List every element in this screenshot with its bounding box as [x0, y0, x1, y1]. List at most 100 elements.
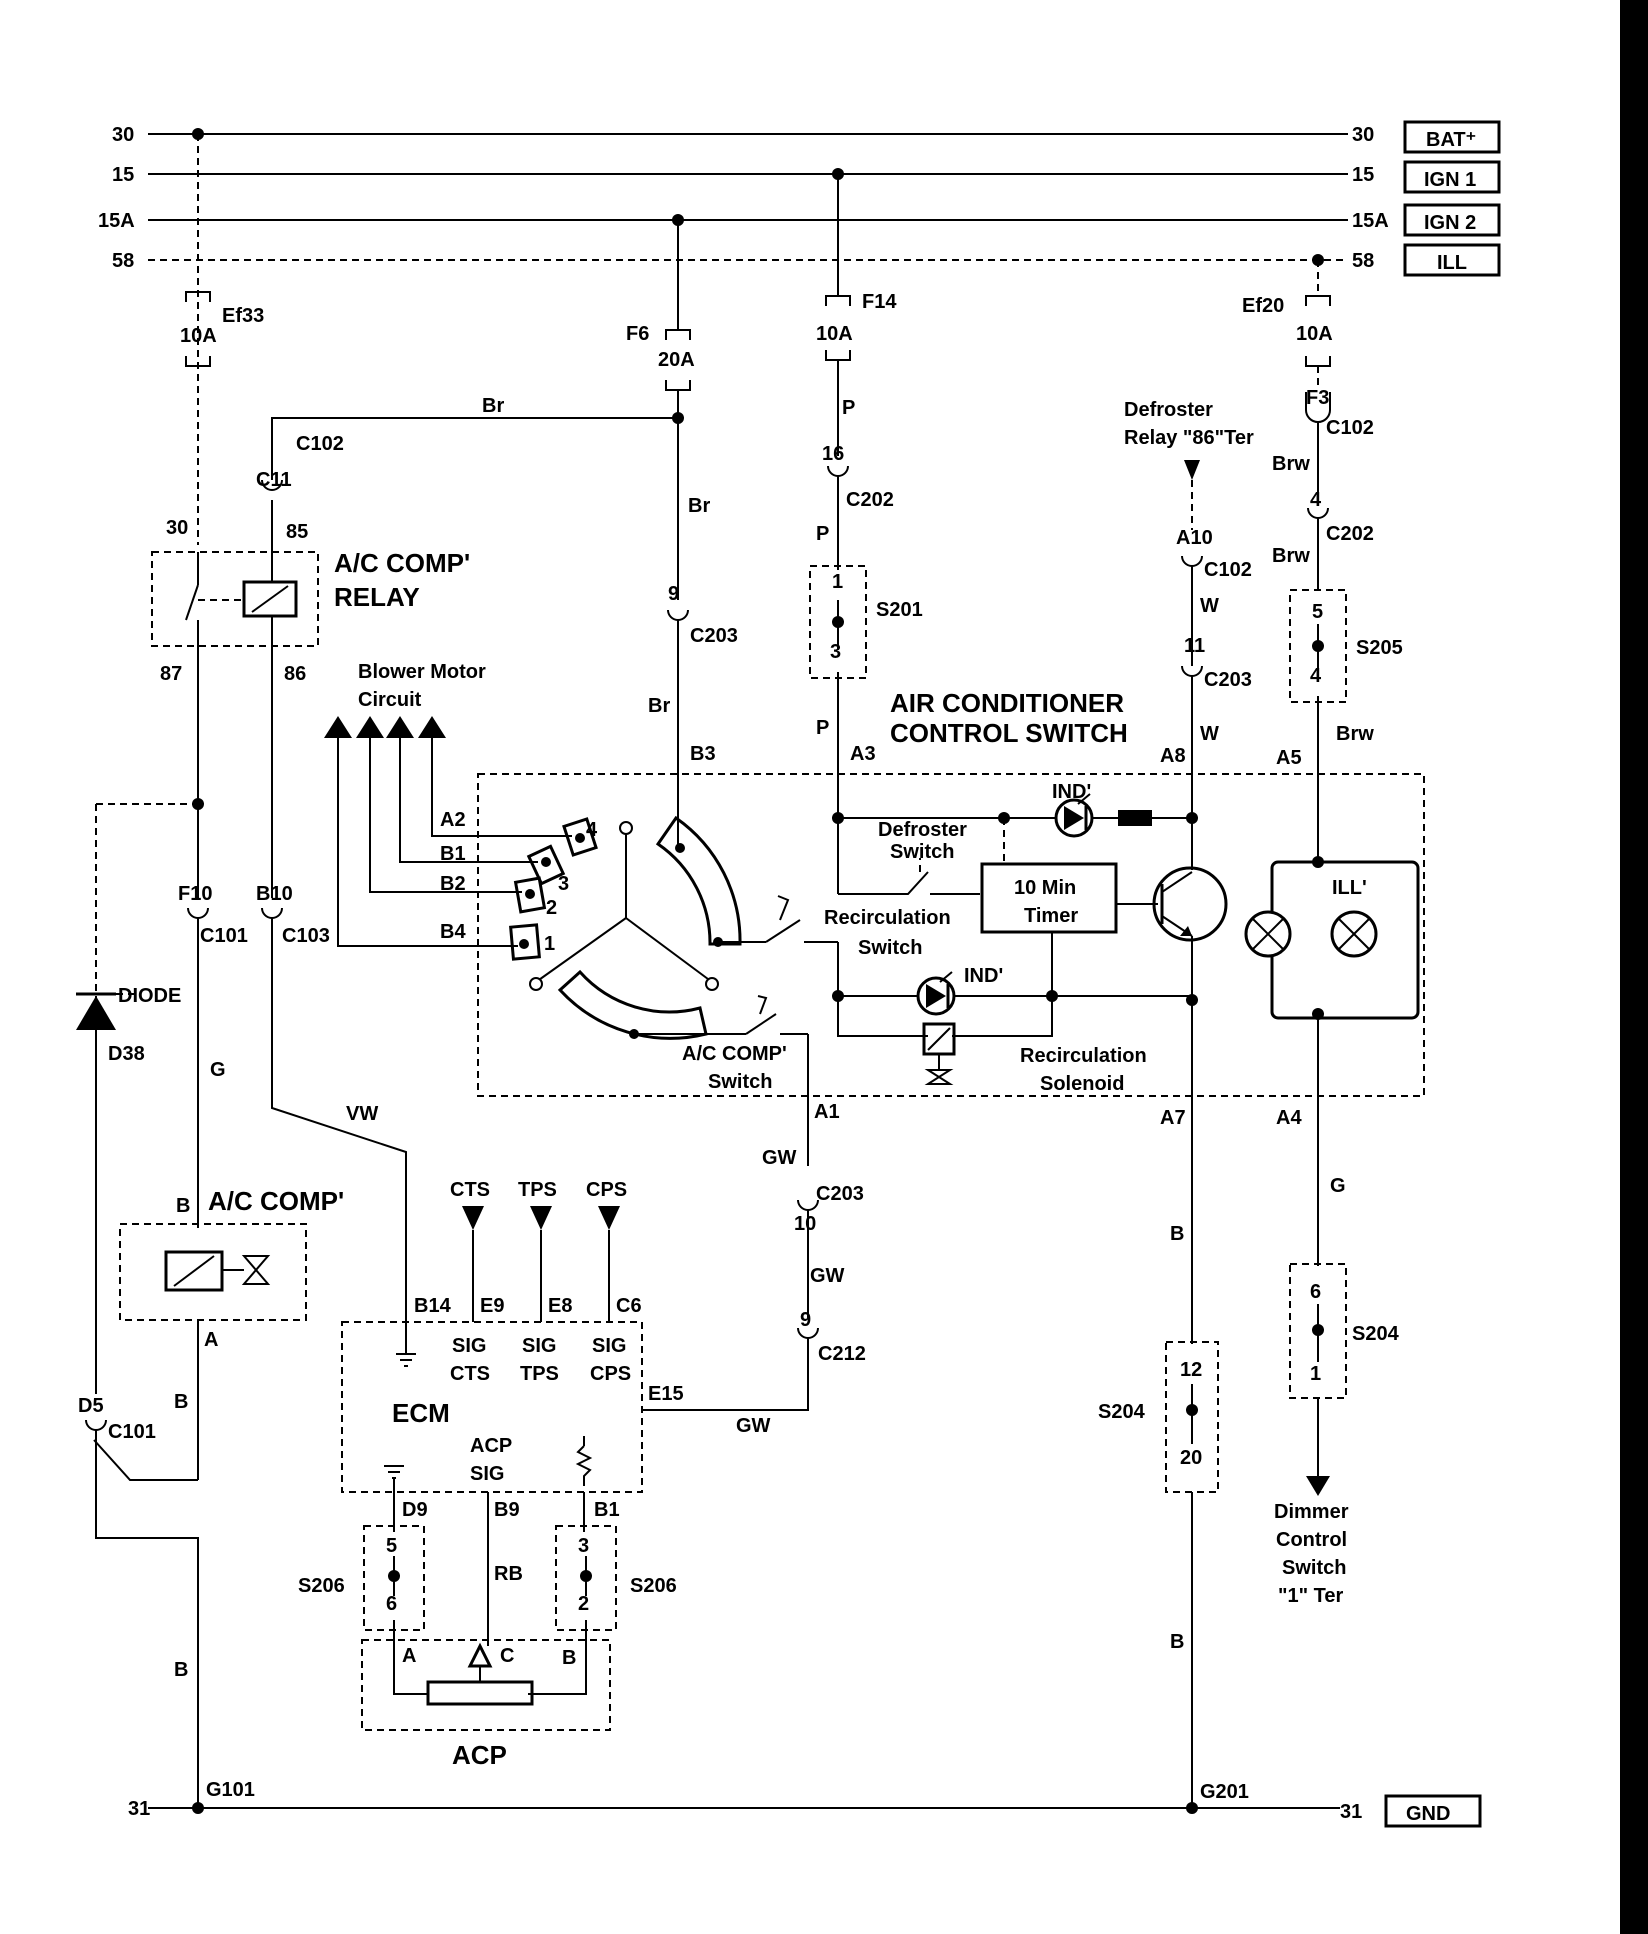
s204-mid-pin-12: 12: [1180, 1359, 1202, 1381]
s204-right-pin-6: 6: [1310, 1281, 1321, 1303]
ground-g101: G101: [206, 1779, 255, 1801]
bus-ill-left: 58: [112, 250, 134, 272]
wire-w-top: W: [1200, 595, 1219, 617]
bus-ill-right: 58: [1352, 250, 1374, 272]
pin-b3: B3: [690, 743, 716, 765]
sig-cts-1: SIG: [452, 1335, 486, 1357]
sig-tps-1: SIG: [522, 1335, 556, 1357]
pin-9-c203: 9: [668, 583, 679, 605]
acp-resistor-icon: [426, 1680, 534, 1706]
dimmer-label-2: Control: [1276, 1529, 1347, 1551]
s201-pin-1: 1: [832, 571, 843, 593]
conn-c202-ill: C202: [1326, 523, 1374, 545]
acp-pin-c: C: [500, 1645, 514, 1667]
ill-label: ILL': [1332, 877, 1367, 899]
ac-control-switch: AIR CONDITIONER CONTROL SWITCH Blower Mo…: [324, 661, 1425, 1166]
wire-b-g201: B: [1170, 1631, 1184, 1653]
fuse-ef33-rating: 10A: [180, 325, 217, 347]
sig-cps-1: SIG: [592, 1335, 626, 1357]
s206-left-pin-5: 5: [386, 1535, 397, 1557]
f14-branch: F14 10A P 16 C202 P 1 3 S201 P A3: [809, 174, 923, 818]
pin-d5: D5: [78, 1395, 104, 1417]
ground-bus: 31 31 G101 G201 GND: [128, 1779, 1482, 1828]
defroster-switch-label-1: Defroster: [878, 819, 967, 841]
relay-pin-86: 86: [284, 663, 306, 685]
pin-d9: D9: [402, 1499, 428, 1521]
fuse-f6-rating: 20A: [658, 349, 695, 371]
ac-sw-label-2: Switch: [708, 1071, 772, 1093]
ecm-ground-icon-2: [384, 1465, 404, 1479]
ef20-branch: Ef20 10A F3 C102 Brw 4 C202 Brw 5 4 S205…: [1242, 260, 1403, 862]
fuse-f6-name: F6: [626, 323, 649, 345]
pin-a4: A4: [1276, 1107, 1302, 1129]
lamp-icon-left: [1244, 910, 1292, 958]
relay-box: [151, 551, 319, 647]
fuse-ef20-name: Ef20: [1242, 295, 1284, 317]
splice-s205: S205: [1356, 637, 1403, 659]
relay-label-1: A/C COMP': [334, 548, 470, 578]
pin-b14: B14: [414, 1295, 452, 1317]
dimmer-label-3: Switch: [1282, 1557, 1346, 1579]
pin-e8: E8: [548, 1295, 572, 1317]
dimmer-arrow-icon: [1306, 1476, 1330, 1496]
rotary-pos-4: 4: [586, 819, 598, 841]
timer-label-1: 10 Min: [1014, 877, 1076, 899]
wire-brw-top: Brw: [1272, 453, 1310, 475]
pin-b4: B4: [440, 921, 466, 943]
conn-c11: C11: [256, 469, 292, 491]
wire-br-low: Br: [648, 695, 670, 717]
wire-g-left: G: [210, 1059, 226, 1081]
wire-b-a7: B: [1170, 1223, 1184, 1245]
relay-coil-icon: [242, 580, 298, 618]
compressor-label: A/C COMP': [208, 1186, 344, 1216]
tps-arrow-icon: [530, 1206, 552, 1230]
diode-icon: [76, 996, 116, 1030]
sensor-tps: TPS: [518, 1179, 557, 1201]
power-buses: 30 15 15A 58 30 15 15A 58 BAT⁺ IGN 1 IGN…: [98, 120, 1501, 277]
s206-right-pin-2: 2: [578, 1593, 589, 1615]
ind-label-recirc: IND': [964, 965, 1003, 987]
compressor-box: [119, 1223, 307, 1321]
scan-edge-bar: [1620, 0, 1648, 1934]
wire-p-low: P: [816, 717, 829, 739]
s204-mid-pin-20: 20: [1180, 1447, 1202, 1469]
ac-sw-label-1: A/C COMP': [682, 1043, 787, 1065]
comp-pin-b: B: [176, 1195, 190, 1217]
wire-p-mid: P: [816, 523, 829, 545]
acp-sensor: 5 6 S206 3 2 S206 A C B ACP: [298, 1525, 677, 1770]
acp-pin-b: B: [562, 1647, 576, 1669]
gw-branch: GW C203 10 GW 9 C212 GW E15: [642, 1147, 866, 1437]
dimmer-branch: G 6 1 S204 Dimmer Control Switch "1" Ter: [1274, 1014, 1400, 1607]
rotary-knob-icon: [529, 815, 742, 1040]
lamp-icon-right: [1330, 910, 1378, 958]
acp-wiper-icon: [467, 1642, 493, 1668]
pin-f10: F10: [178, 883, 212, 905]
relay-label-2: RELAY: [334, 582, 420, 612]
relay-pin-85: 85: [286, 521, 308, 543]
bus-bat-left: 30: [112, 124, 134, 146]
fuse-f14-name: F14: [862, 291, 897, 313]
compressor-valve-icon: [241, 1255, 271, 1285]
bus-gnd-right: 31: [1340, 1801, 1362, 1823]
pin-b1-ecm: B1: [594, 1499, 620, 1521]
timer-box: [980, 862, 1118, 934]
wire-b-comp: B: [174, 1391, 188, 1413]
wire-brw-low: Brw: [1336, 723, 1374, 745]
pin-a5: A5: [1276, 747, 1302, 769]
diode-ref: D38: [108, 1043, 145, 1065]
acp-pin-a: A: [402, 1645, 416, 1667]
conn-c102-ill: C102: [1326, 417, 1374, 439]
splice-s206-right: S206: [630, 1575, 677, 1597]
wire-g-a4: G: [1330, 1175, 1346, 1197]
wire-gw-top: GW: [762, 1147, 797, 1169]
pin-11: 11: [1184, 635, 1205, 657]
acp-sig-label-1: ACP: [470, 1435, 512, 1457]
pin-b2: B2: [440, 873, 466, 895]
recirc-switch-label-1: Recirculation: [824, 907, 951, 929]
relay-pin-30: 30: [166, 517, 188, 539]
wire-vw: VW: [346, 1103, 378, 1125]
wire-b-ground: B: [174, 1659, 188, 1681]
blower-arrow-icon-3: [386, 716, 414, 738]
cts-arrow-icon: [462, 1206, 484, 1230]
pin-e9: E9: [480, 1295, 504, 1317]
